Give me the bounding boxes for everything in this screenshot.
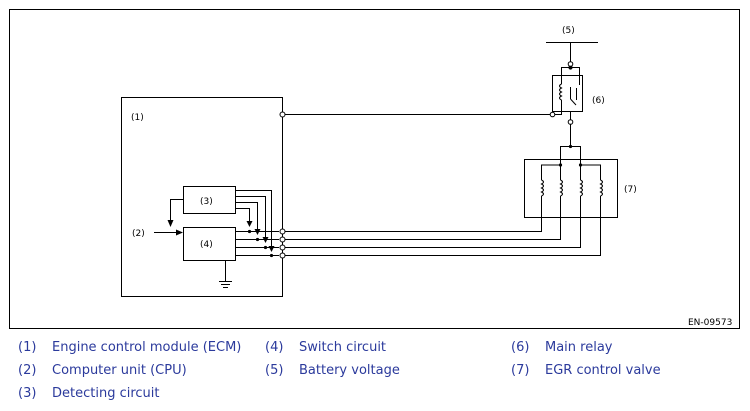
legend-number: (6) <box>511 340 530 355</box>
relay-terminals <box>549 61 574 125</box>
egr-callout: (7) <box>624 185 637 195</box>
legend-label: Engine control module (ECM) <box>52 340 242 355</box>
feedback-line <box>170 199 184 222</box>
legend-label: Battery voltage <box>299 363 400 378</box>
legend-item: (3) Detecting circuit <box>18 386 160 401</box>
egr-common-bus <box>560 146 581 165</box>
switch-callout: (4) <box>200 240 213 250</box>
legend-number: (4) <box>265 340 284 355</box>
cpu-callout: (2) <box>132 229 145 239</box>
egr-valve-box <box>524 159 618 218</box>
cpu-input-arrowhead <box>176 229 183 236</box>
battery-callout: (5) <box>562 26 575 36</box>
legend-number: (5) <box>265 363 284 378</box>
feedback-arrowhead <box>167 220 174 227</box>
egr-drive-wires <box>285 207 601 256</box>
legend-number: (1) <box>18 340 37 355</box>
legend-label: Computer unit (CPU) <box>52 363 187 378</box>
legend-number: (2) <box>18 363 37 378</box>
legend-item: (4) Switch circuit <box>265 340 386 355</box>
detecting-lines <box>235 190 272 251</box>
detecting-callout: (3) <box>200 197 213 207</box>
switch-outputs <box>235 231 279 256</box>
main-relay-box <box>552 75 583 112</box>
egr-coil-dots <box>558 163 583 167</box>
legend-label: Detecting circuit <box>52 386 160 401</box>
legend-item: (6) Main relay <box>511 340 613 355</box>
figure-code: EN-09573 <box>688 318 732 328</box>
egr-bus-dot <box>568 144 573 149</box>
ecm-box <box>121 97 283 297</box>
legend-number: (7) <box>511 363 530 378</box>
legend-item: (7) EGR control valve <box>511 363 661 378</box>
legend-label: Main relay <box>545 340 613 355</box>
ecm-callout: (1) <box>131 113 144 123</box>
legend-item: (5) Battery voltage <box>265 363 400 378</box>
diagram-frame <box>9 9 740 329</box>
legend: (1) Engine control module (ECM) (2) Comput… <box>0 336 750 411</box>
relay-callout: (6) <box>592 96 605 106</box>
legend-number: (3) <box>18 386 37 401</box>
ground-symbol <box>219 260 232 288</box>
relay-internals <box>555 65 580 122</box>
wiring-diagram: (1) (3) (4) (2) <box>9 9 740 329</box>
switch-circuit-box <box>183 227 236 261</box>
egr-coils <box>540 164 603 207</box>
legend-item: (2) Computer unit (CPU) <box>18 363 187 378</box>
ecm-terminals <box>279 111 286 259</box>
legend-item: (1) Engine control module (ECM) <box>18 340 241 355</box>
legend-label: Switch circuit <box>299 340 387 355</box>
legend-label: EGR control valve <box>545 363 661 378</box>
tap-dots <box>247 229 274 258</box>
